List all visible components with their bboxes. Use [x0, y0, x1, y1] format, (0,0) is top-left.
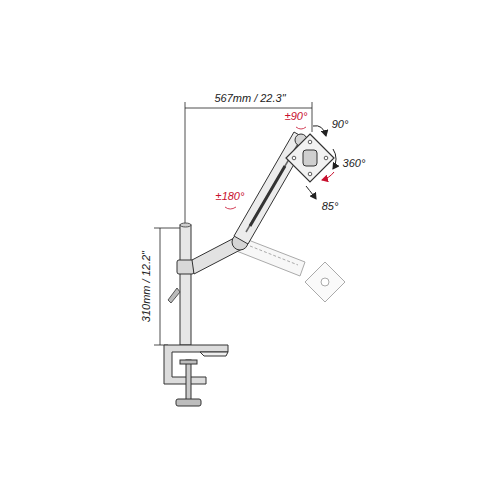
- dimension-label: 310mm / 12.2": [140, 251, 153, 322]
- angle-label: ±180°: [216, 190, 245, 203]
- dimension-label: 567mm / 22.3": [214, 92, 285, 105]
- angle-label: 360°: [343, 157, 366, 170]
- angle-label: ±90°: [285, 110, 308, 123]
- angle-label: 85°: [322, 200, 339, 213]
- angle-label: 90°: [332, 118, 349, 131]
